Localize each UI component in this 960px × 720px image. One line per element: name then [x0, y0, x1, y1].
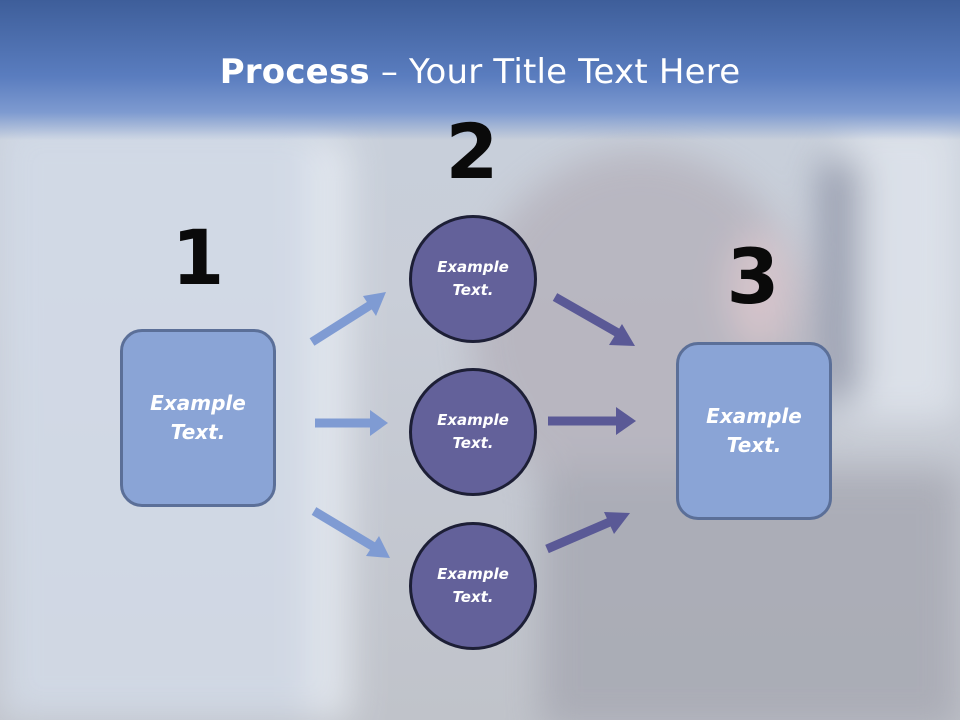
slide-title: Process – Your Title Text Here	[0, 52, 960, 92]
title-bold: Process	[219, 52, 370, 92]
title-rest: – Your Title Text Here	[369, 52, 741, 92]
step-1-text: Example Text.	[150, 391, 246, 444]
circle-middle-text: Example Text.	[437, 411, 509, 452]
circle-bottom-text: Example Text.	[437, 565, 509, 606]
step-2-circle-bottom[interactable]: Example Text.	[409, 522, 537, 650]
circle-top-text: Example Text.	[437, 258, 509, 299]
step-3-text: Example Text.	[706, 404, 802, 457]
step-2-circle-middle[interactable]: Example Text.	[409, 368, 537, 496]
title-band	[0, 0, 960, 140]
step-number-2: 2	[445, 107, 499, 196]
step-number-3: 3	[726, 232, 780, 321]
step-3-box[interactable]: Example Text.	[676, 342, 832, 520]
step-number-1: 1	[171, 213, 225, 302]
step-1-box[interactable]: Example Text.	[120, 329, 276, 507]
step-2-circle-top[interactable]: Example Text.	[409, 215, 537, 343]
